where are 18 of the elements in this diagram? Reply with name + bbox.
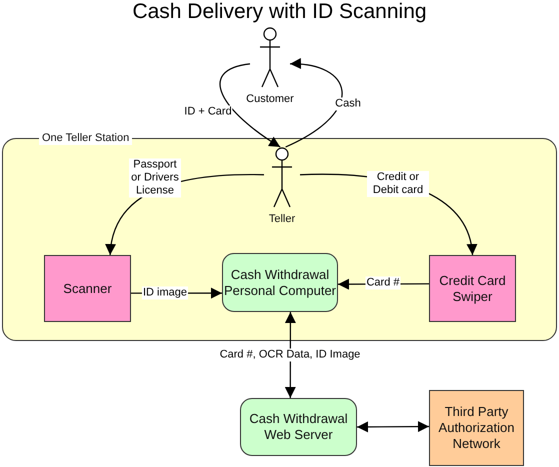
edge-label: ID image xyxy=(142,286,188,300)
edge-label: Card # xyxy=(365,276,401,290)
rounded-process-box: Cash Withdrawal Web Server xyxy=(240,398,357,456)
actor-label: Teller xyxy=(268,213,296,226)
edge-label: Card #, OCR Data, ID Image xyxy=(218,348,362,362)
diagram-title: Cash Delivery with ID Scanning xyxy=(131,0,428,24)
arrow xyxy=(220,63,281,148)
process-box: Third Party Authorization Network xyxy=(429,390,524,466)
process-box: Credit Card Swiper xyxy=(429,255,516,322)
arrow xyxy=(285,58,343,148)
edge-label: Credit or Debit card xyxy=(367,171,429,197)
edge-label: Cash xyxy=(334,98,362,110)
actor-label: Customer xyxy=(246,93,294,106)
process-box: Scanner xyxy=(44,255,131,322)
edge-label: Passport or Drivers License xyxy=(129,158,181,198)
rounded-process-box: Cash Withdrawal Personal Computer xyxy=(222,253,338,312)
arrow xyxy=(357,421,429,432)
band-title: One Teller Station xyxy=(39,131,132,145)
